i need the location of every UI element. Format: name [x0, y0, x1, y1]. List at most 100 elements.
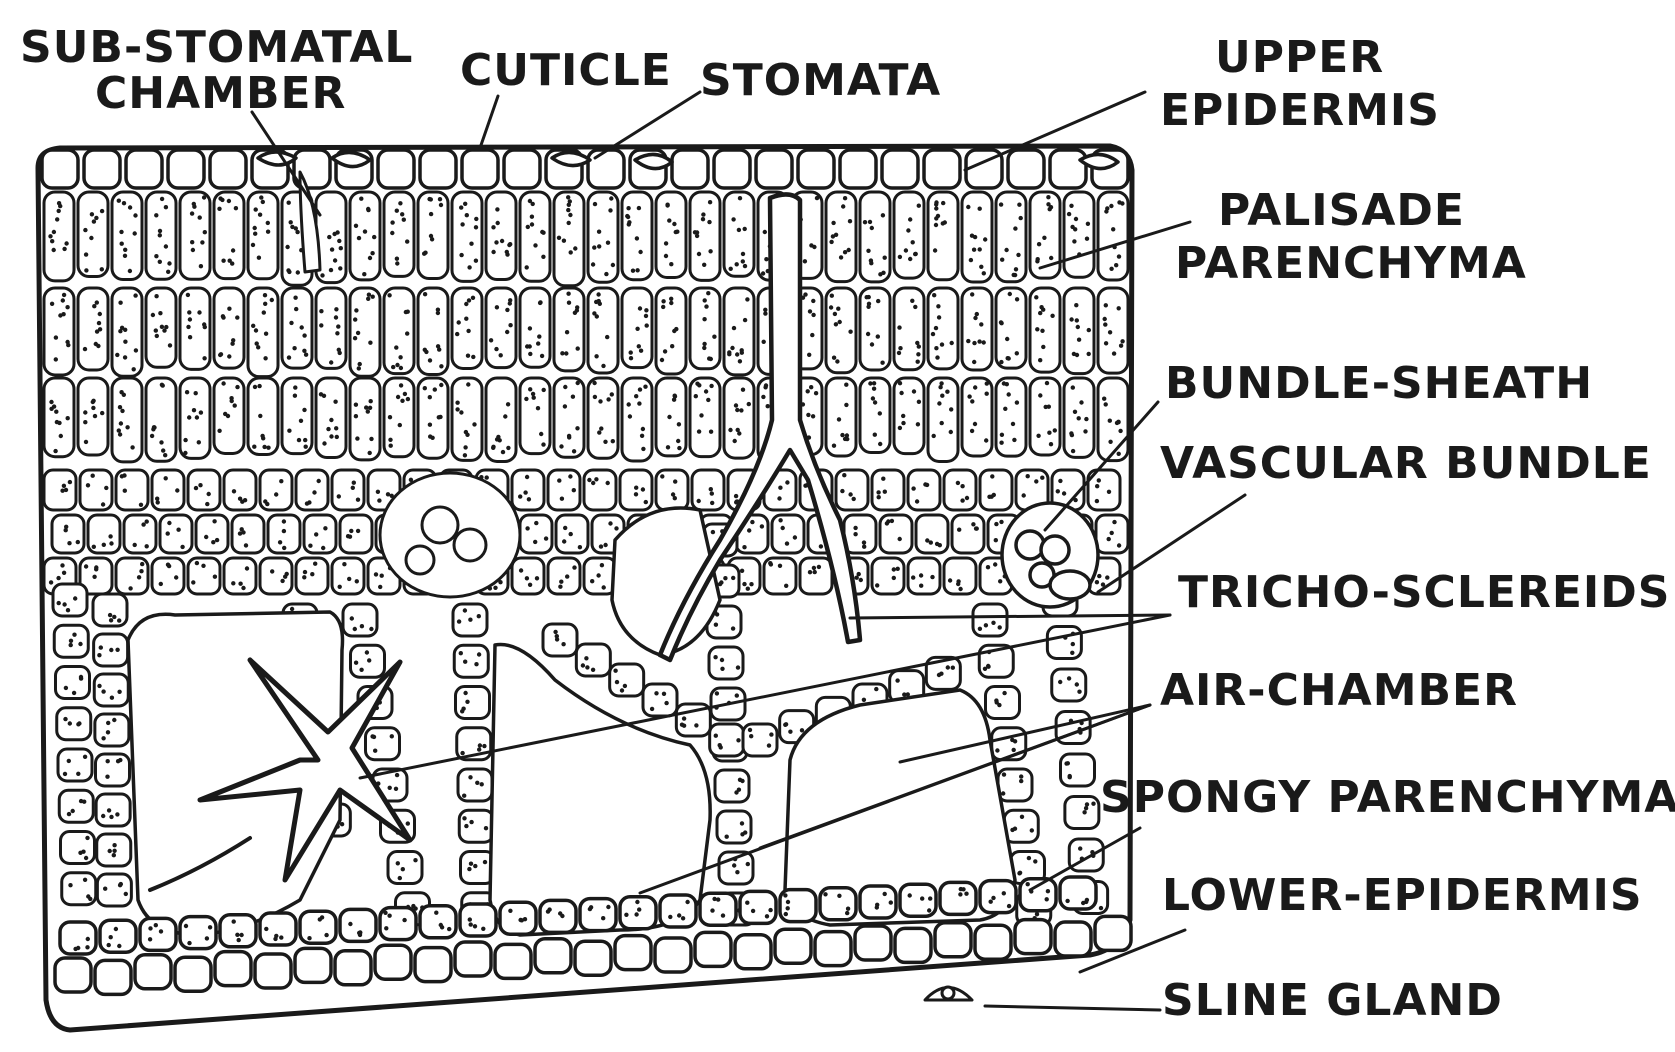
chloroplast-dot — [473, 924, 477, 928]
palisade-cell — [996, 288, 1026, 368]
chloroplast-dot — [167, 261, 171, 265]
chloroplast-dot — [965, 496, 969, 500]
stoma-1 — [258, 152, 296, 165]
chloroplast-dot — [660, 358, 664, 362]
chloroplast-dot — [285, 572, 289, 576]
chloroplast-dot — [573, 246, 577, 250]
chloroplast-dot — [302, 408, 306, 412]
chloroplast-dot — [83, 410, 87, 414]
chloroplast-dot — [567, 434, 571, 438]
chloroplast-dot — [676, 439, 680, 443]
chloroplast-dot — [734, 494, 738, 498]
chloroplast-dot — [702, 263, 706, 267]
chloroplast-dot — [745, 901, 749, 905]
chloroplast-dot — [64, 241, 68, 245]
chloroplast-dot — [314, 532, 318, 536]
chloroplast-dot — [383, 911, 387, 915]
chloroplast-dot — [1019, 216, 1023, 220]
chloroplast-dot — [66, 343, 70, 347]
chloroplast-dot — [769, 732, 773, 736]
chloroplast-dot — [1119, 344, 1123, 348]
chloroplast-dot — [1117, 543, 1121, 547]
chloroplast-dot — [777, 496, 781, 500]
chloroplast-dot — [218, 196, 222, 200]
chloroplast-dot — [327, 235, 331, 239]
chloroplast-dot — [95, 300, 99, 304]
chloroplast-dot — [116, 759, 120, 763]
chloroplast-dot — [194, 486, 198, 490]
chloroplast-dot — [259, 195, 263, 199]
chloroplast-dot — [915, 341, 919, 345]
chloroplast-dot — [559, 444, 563, 448]
chloroplast-dot — [819, 544, 823, 548]
chloroplast-dot — [667, 218, 671, 222]
chloroplast-dot — [764, 257, 768, 261]
spongy-parenchyma-cell — [992, 728, 1026, 760]
chloroplast-dot — [199, 410, 203, 414]
chloroplast-dot — [855, 576, 859, 580]
lower-epidermis-cell — [460, 904, 496, 936]
chloroplast-dot — [324, 933, 328, 937]
chloroplast-dot — [873, 433, 877, 437]
chloroplast-dot — [369, 399, 373, 403]
chloroplast-dot — [354, 414, 358, 418]
chloroplast-dot — [264, 332, 268, 336]
palisade-cell — [418, 288, 448, 375]
leaf-tissue — [38, 146, 1132, 1030]
chloroplast-dot — [159, 582, 163, 586]
chloroplast-dot — [809, 385, 813, 389]
chloroplast-dot — [499, 353, 503, 357]
chloroplast-dot — [908, 893, 912, 897]
chloroplast-dot — [296, 270, 300, 274]
chloroplast-dot — [714, 734, 718, 738]
chloroplast-dot — [1005, 337, 1009, 341]
chloroplast-dot — [661, 299, 665, 303]
chloroplast-dot — [472, 422, 476, 426]
chloroplast-dot — [167, 521, 171, 525]
chloroplast-dot — [1046, 889, 1050, 893]
chloroplast-dot — [694, 394, 698, 398]
chloroplast-dot — [78, 851, 82, 855]
chloroplast-dot — [982, 271, 986, 275]
chloroplast-dot — [899, 391, 903, 395]
chloroplast-dot — [465, 700, 469, 704]
chloroplast-dot — [463, 691, 467, 695]
chloroplast-dot — [329, 360, 333, 364]
chloroplast-dot — [710, 501, 714, 505]
chloroplast-dot — [898, 255, 902, 259]
chloroplast-dot — [859, 578, 863, 582]
chloroplast-dot — [467, 298, 471, 302]
chloroplast-dot — [122, 201, 126, 205]
chloroplast-dot — [406, 397, 410, 401]
chloroplast-dot — [661, 305, 665, 309]
chloroplast-dot — [106, 721, 110, 725]
chloroplast-dot — [713, 655, 717, 659]
chloroplast-dot — [49, 580, 53, 584]
chloroplast-dot — [463, 202, 467, 206]
chloroplast-dot — [949, 407, 953, 411]
palisade-cell — [350, 288, 380, 376]
chloroplast-dot — [1027, 856, 1031, 860]
chloroplast-dot — [139, 503, 143, 507]
chloroplast-dot — [664, 241, 668, 245]
palisade-cell — [486, 378, 516, 461]
chloroplast-dot — [164, 476, 168, 480]
chloroplast-dot — [462, 816, 466, 820]
chloroplast-dot — [212, 519, 216, 523]
chloroplast-dot — [706, 398, 710, 402]
chloroplast-dot — [735, 870, 739, 874]
lower-epidermis-cell — [980, 881, 1016, 913]
chloroplast-dot — [1120, 339, 1124, 343]
chloroplast-dot — [282, 529, 286, 533]
chloroplast-dot — [597, 230, 601, 234]
chloroplast-dot — [76, 772, 80, 776]
chloroplast-dot — [665, 203, 669, 207]
chloroplast-dot — [1044, 405, 1048, 409]
chloroplast-dot — [88, 897, 92, 901]
chloroplast-dot — [292, 346, 296, 350]
chloroplast-dot — [815, 196, 819, 200]
chloroplast-dot — [117, 428, 121, 432]
chloroplast-dot — [866, 305, 870, 309]
sline-gland-dot — [942, 987, 954, 999]
chloroplast-dot — [1036, 434, 1040, 438]
